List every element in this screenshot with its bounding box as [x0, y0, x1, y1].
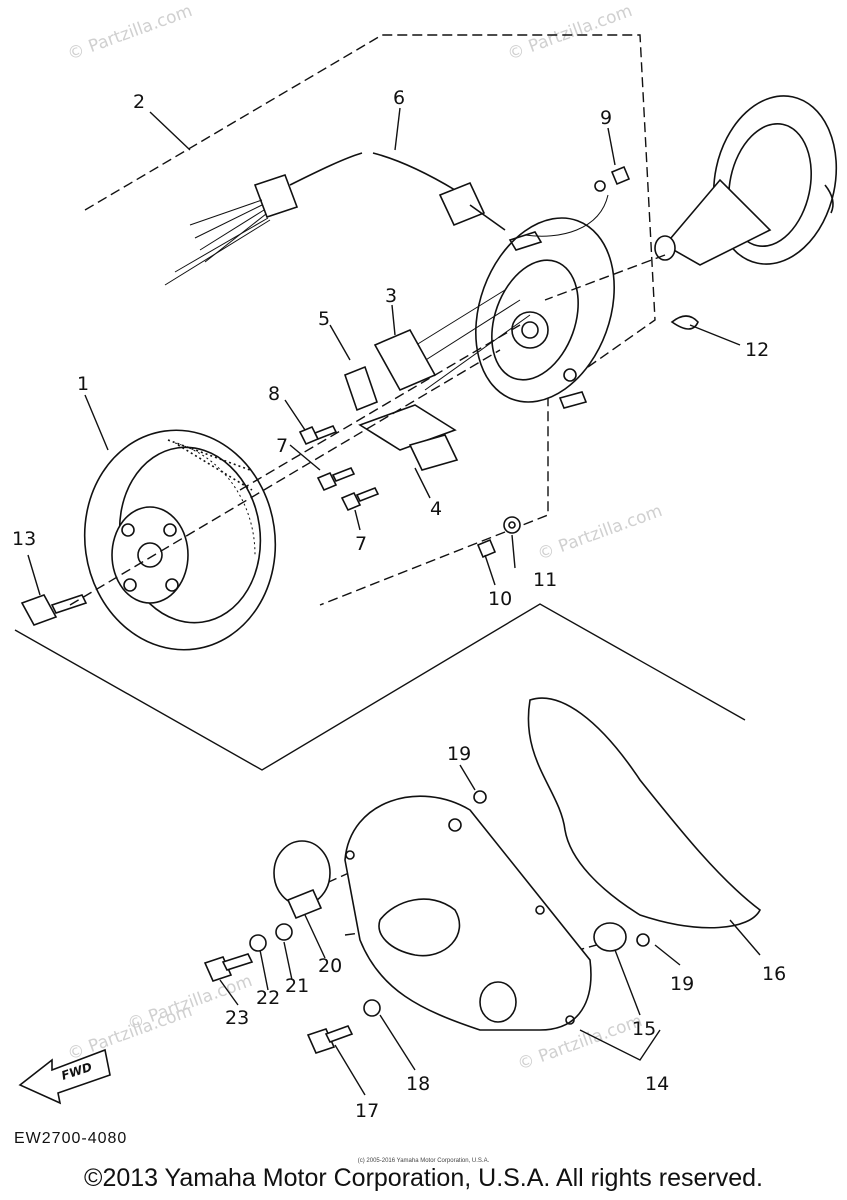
callout-23: 23: [225, 1007, 249, 1029]
exploded-view-drawing: © Partzilla.com © Partzilla.com © Partzi…: [12, 1, 838, 1122]
callout-9: 9: [600, 107, 612, 129]
callout-19b: 19: [670, 973, 694, 995]
crankshaft-housing: [654, 95, 838, 330]
callout-21: 21: [285, 975, 309, 997]
callout-1: 1: [77, 373, 89, 395]
stator-assembly: [343, 217, 615, 471]
fine-print: (c) 2005-2016 Yamaha Motor Corporation, …: [357, 1158, 490, 1164]
leader-lines: [27, 107, 761, 1096]
callout-12: 12: [745, 339, 769, 361]
watermark: © Partzilla.com: [505, 1, 635, 65]
callout-19a: 19: [447, 743, 471, 765]
callout-numbers: 1 2 3 4 5 6 7 7 8 9 10 11 12 13 14 15 16…: [12, 87, 786, 1122]
callout-3: 3: [385, 285, 397, 307]
callout-20: 20: [318, 955, 342, 977]
callout-5: 5: [318, 308, 330, 330]
callout-8: 8: [268, 383, 280, 405]
callout-10: 10: [488, 588, 512, 610]
callout-15: 15: [632, 1018, 656, 1040]
assembly-boundary: [84, 34, 656, 606]
callout-22: 22: [256, 987, 280, 1009]
copyright-notice: ©2013 Yamaha Motor Corporation, U.S.A. A…: [84, 1164, 763, 1192]
callout-6: 6: [393, 87, 405, 109]
callout-16: 16: [762, 963, 786, 985]
watermark: © Partzilla.com: [65, 1, 195, 65]
lower-fasteners: [203, 790, 650, 1054]
callout-11: 11: [533, 569, 557, 591]
upper-fasteners: [20, 165, 631, 626]
callout-7b: 7: [355, 533, 367, 555]
wire-harness: [164, 152, 609, 286]
fwd-arrow-icon: FWD: [18, 1048, 111, 1105]
callout-2: 2: [133, 91, 145, 113]
callout-4: 4: [430, 498, 442, 520]
callout-7a: 7: [276, 435, 288, 457]
callout-14: 14: [645, 1073, 669, 1095]
callout-18: 18: [406, 1073, 430, 1095]
callout-13: 13: [12, 528, 36, 550]
diagram-code: EW2700-4080: [14, 1130, 128, 1147]
group-bracket: [14, 603, 746, 771]
gasket: [527, 697, 762, 929]
callout-17: 17: [355, 1100, 379, 1122]
watermark: © Partzilla.com: [535, 501, 665, 565]
crankcase-cover: [344, 795, 592, 1031]
